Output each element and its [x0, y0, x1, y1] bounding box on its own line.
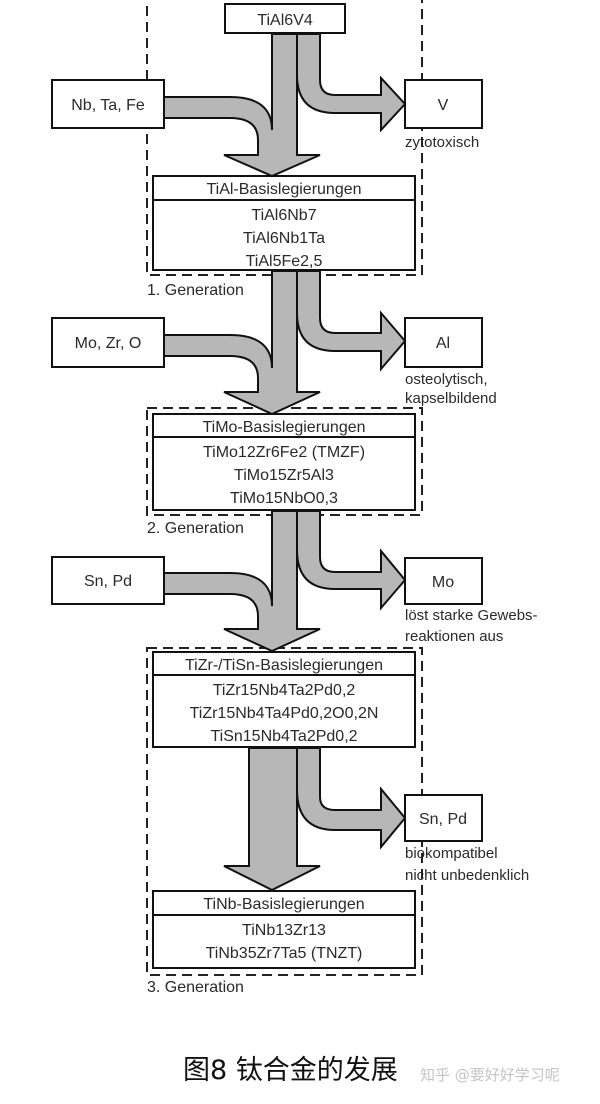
alloy-item: TiMo15NbO0,3 — [230, 490, 338, 507]
generation-label-1: 1. Generation — [147, 282, 244, 299]
alloy-group-title-1: TiAl-Basislegierungen — [206, 181, 361, 198]
merge-arrow-3 — [162, 510, 321, 653]
alloy-group-title-2: TiMo-Basislegierungen — [202, 419, 365, 436]
generation-label-3: 3. Generation — [147, 979, 244, 996]
removed-box-3 — [404, 557, 483, 605]
removed-note-2: osteolytisch, — [405, 371, 488, 388]
removal-arrow-3 — [296, 510, 407, 611]
alloy-item: TiMo15Zr5Al3 — [234, 467, 334, 484]
alloy-item: TiSn15Nb4Ta2Pd0,2 — [210, 728, 357, 745]
removed-label-3: Mo — [432, 574, 454, 591]
alloy-item: TiAl6Nb1Ta — [243, 230, 325, 247]
alloy-item: TiNb13Zr13 — [242, 922, 326, 939]
removed-note-3: reaktionen aus — [405, 628, 503, 645]
start-alloy-box — [224, 3, 346, 34]
removed-box-1 — [404, 79, 483, 129]
alloy-group-box-2 — [152, 413, 416, 511]
alloy-group-title-4: TiNb-Basislegierungen — [203, 896, 364, 913]
input-label-1: Nb, Ta, Fe — [71, 97, 145, 114]
merge-arrow-2 — [162, 270, 321, 416]
alloy-group-title-3: TiZr-/TiSn-Basislegierungen — [185, 657, 383, 674]
input-box-2 — [51, 317, 165, 368]
alloy-item: TiMo12Zr6Fe2 (TMZF) — [203, 444, 365, 461]
figure-caption: 图8 钛合金的发展 — [183, 1055, 398, 1086]
merge-arrow-1 — [162, 33, 321, 178]
generation-label-2: 2. Generation — [147, 520, 244, 537]
alloy-item: TiAl5Fe2,5 — [246, 253, 323, 270]
removed-label-1: V — [438, 97, 449, 114]
removed-note-4: biokompatibel — [405, 845, 498, 862]
alloy-group-box-3 — [152, 651, 416, 748]
watermark: 知乎 @要好好学习呢 — [420, 1066, 560, 1084]
removed-label-4: Sn, Pd — [419, 811, 467, 828]
start-alloy-label: TiAl6V4 — [257, 12, 313, 29]
input-box-3 — [51, 556, 165, 605]
alloy-item: TiZr15Nb4Ta4Pd0,2O0,2N — [190, 705, 379, 722]
stage-1-arrows — [162, 33, 407, 178]
removed-label-2: Al — [436, 335, 450, 352]
alloy-item: TiZr15Nb4Ta2Pd0,2 — [213, 682, 356, 699]
removal-arrow-1 — [296, 33, 407, 133]
removed-note-3: löst starke Gewebs- — [405, 607, 538, 624]
removed-box-4 — [404, 794, 483, 842]
stage-4-arrows — [223, 747, 407, 892]
removed-note-4: nicht unbedenklich — [405, 867, 529, 884]
input-label-3: Sn, Pd — [84, 573, 132, 590]
alloy-group-box-4 — [152, 890, 416, 969]
removed-note-1: zytotoxisch — [405, 134, 479, 151]
alloy-item: TiAl6Nb7 — [251, 207, 316, 224]
input-label-2: Mo, Zr, O — [75, 335, 142, 352]
alloy-group-box-1 — [152, 175, 416, 271]
removal-arrow-4 — [296, 747, 407, 850]
removal-arrow-2 — [296, 270, 407, 372]
input-box-1 — [51, 79, 165, 129]
removed-box-2 — [404, 317, 483, 368]
alloy-item: TiNb35Zr7Ta5 (TNZT) — [206, 945, 363, 962]
removed-note-2: kapselbildend — [405, 390, 497, 407]
